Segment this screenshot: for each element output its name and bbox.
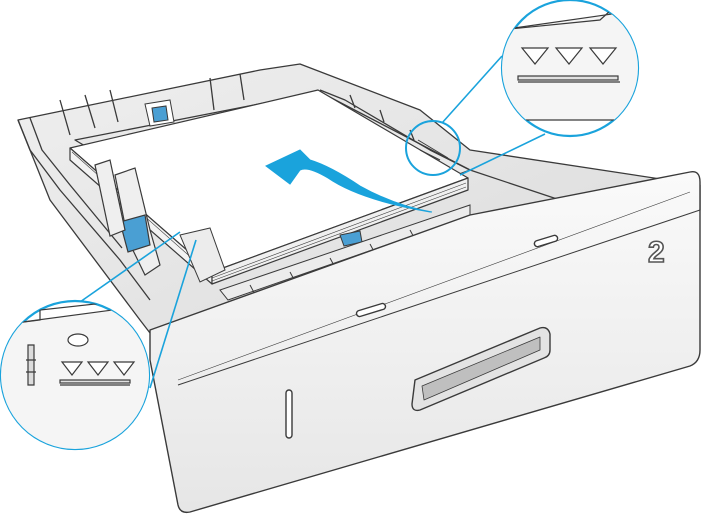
rear-guide-tab <box>144 99 175 127</box>
paper-stack <box>69 89 469 285</box>
down-triangle-icon <box>520 47 618 65</box>
curved-insert-arrow-icon <box>265 149 433 213</box>
side-paper-guide <box>94 159 161 276</box>
paper-height-limit-callout-bottom <box>0 299 151 451</box>
callout-source-top <box>405 120 461 176</box>
down-triangle-icon <box>60 361 136 376</box>
front-guide <box>179 204 471 301</box>
tray-number: 2 <box>648 236 665 269</box>
tray-front-panel <box>149 171 701 514</box>
callout-leaders <box>79 55 546 389</box>
paper-height-limit-callout-top <box>500 0 640 138</box>
